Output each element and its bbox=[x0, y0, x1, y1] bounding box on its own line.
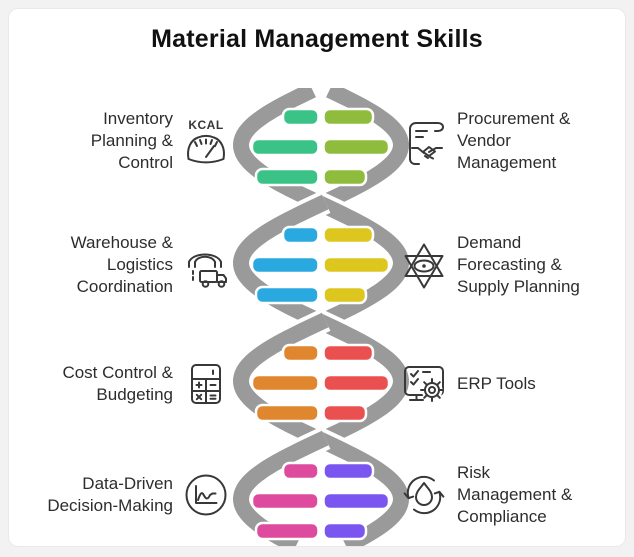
helix-rung-right bbox=[322, 137, 391, 157]
helix-rung-right bbox=[322, 403, 368, 423]
helix-rung-right bbox=[322, 521, 368, 541]
skill-item-demand-forecasting: Demand Forecasting & Supply Planning bbox=[401, 232, 611, 298]
helix-rung-right bbox=[322, 285, 368, 305]
helix-rung-left bbox=[250, 491, 320, 511]
skill-label: Cost Control & Budgeting bbox=[62, 363, 173, 404]
document-handshake-icon bbox=[409, 122, 444, 165]
helix-rung-left bbox=[254, 167, 320, 187]
helix-rung-right bbox=[322, 225, 375, 245]
star-eye-icon bbox=[404, 243, 444, 289]
skill-label: Data-Driven Decision-Making bbox=[47, 474, 173, 515]
skill-item-erp-tools: ERP Tools bbox=[401, 360, 611, 408]
helix-rung-left bbox=[281, 343, 320, 363]
helix-rung-left bbox=[250, 137, 320, 157]
helix-rung-left bbox=[254, 403, 320, 423]
helix-rung-right bbox=[322, 167, 368, 187]
warehouse-truck-icon bbox=[188, 253, 227, 288]
skill-item-cost-control: Cost Control & Budgeting bbox=[37, 360, 229, 408]
helix-strands bbox=[228, 88, 414, 546]
helix-rung-left bbox=[254, 285, 320, 305]
infographic-card: Material Management Skills Inventory Pla… bbox=[8, 8, 626, 547]
helix-rung-left bbox=[281, 107, 320, 127]
helix-rung-right bbox=[322, 107, 375, 127]
helix-rung-left bbox=[250, 373, 320, 393]
helix-rung-right bbox=[322, 255, 391, 275]
skill-label: Inventory Planning & Control bbox=[90, 109, 173, 172]
dna-helix-diagram bbox=[228, 88, 414, 546]
kcal-gauge-icon: KCAL bbox=[187, 118, 225, 164]
skill-label: ERP Tools bbox=[457, 374, 536, 393]
helix-rung-right bbox=[322, 491, 391, 511]
skill-item-risk-management: Risk Management & Compliance bbox=[401, 462, 611, 528]
skill-label: Risk Management & Compliance bbox=[457, 463, 573, 526]
helix-rung-right bbox=[322, 373, 391, 393]
skill-item-data-driven: Data-Driven Decision-Making bbox=[37, 471, 229, 519]
page-title: Material Management Skills bbox=[151, 25, 483, 53]
helix-rung-left bbox=[250, 255, 320, 275]
helix-rungs bbox=[250, 107, 391, 541]
calculator-icon bbox=[191, 364, 221, 404]
monitor-gear-icon bbox=[404, 366, 444, 402]
skill-label: Demand Forecasting & Supply Planning bbox=[457, 233, 580, 296]
skill-item-procurement: Procurement & Vendor Management bbox=[401, 108, 611, 174]
drop-cycle-icon bbox=[403, 475, 445, 515]
svg-text:KCAL: KCAL bbox=[188, 118, 223, 132]
line-chart-circle-icon bbox=[185, 474, 227, 516]
skill-label: Procurement & Vendor Management bbox=[457, 109, 571, 172]
helix-rung-left bbox=[254, 521, 320, 541]
helix-rung-right bbox=[322, 461, 375, 481]
helix-rung-right bbox=[322, 343, 375, 363]
helix-rung-left bbox=[281, 225, 320, 245]
skill-item-inventory-planning: Inventory Planning & Control KCAL bbox=[37, 108, 229, 174]
helix-rung-left bbox=[281, 461, 320, 481]
skill-item-warehouse-logistics: Warehouse & Logistics Coordination bbox=[37, 232, 229, 298]
skill-label: Warehouse & Logistics Coordination bbox=[70, 233, 173, 296]
